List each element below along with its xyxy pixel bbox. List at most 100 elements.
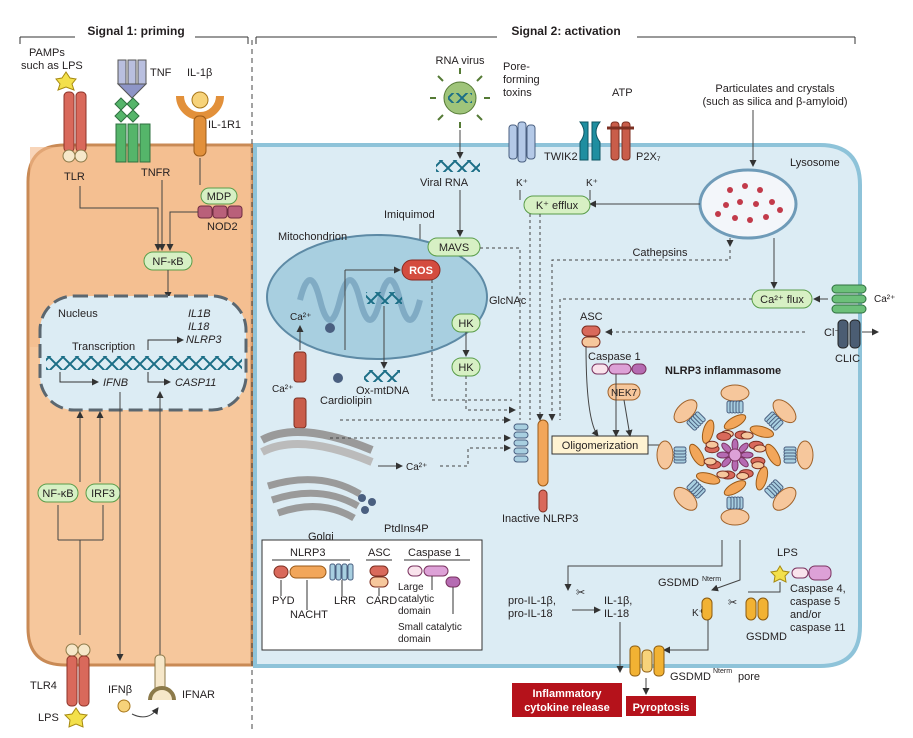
nucleus-label: Nucleus bbox=[58, 308, 98, 320]
ifnb-label: IFNβ bbox=[108, 684, 132, 696]
pamps-label-2: such as LPS bbox=[21, 60, 83, 72]
il-label-1: IL-1β, bbox=[604, 595, 632, 607]
ros-box bbox=[401, 259, 441, 281]
scissors-icon-2: ✂ bbox=[728, 597, 737, 609]
legend-small-cat-2: domain bbox=[398, 634, 431, 645]
particulates-label-2: (such as silica and β-amyloid) bbox=[702, 96, 847, 108]
ifnar-label: IFNAR bbox=[182, 689, 215, 701]
inflammasome-subunit bbox=[673, 399, 732, 454]
particulates-label-1: Particulates and crystals bbox=[715, 83, 835, 95]
tlr4-receptor bbox=[63, 643, 91, 728]
il-label-2: IL-18 bbox=[604, 608, 629, 620]
inflammatory-label-2: cytokine release bbox=[524, 702, 610, 714]
irf3-label: IRF3 bbox=[91, 488, 115, 500]
mavs-label: MAVS bbox=[439, 242, 469, 254]
tnfr-receptor bbox=[114, 97, 151, 163]
legend-small-cat-1: Small catalytic bbox=[398, 622, 462, 633]
gsdmd-pore-label: GSDMD bbox=[670, 671, 711, 683]
il1r1-receptor bbox=[176, 91, 224, 157]
cardiolipin-label: Cardiolipin bbox=[320, 395, 372, 407]
pro-il-label-1: pro-IL-1β, bbox=[508, 595, 556, 607]
signal2-header: Signal 2: activation bbox=[511, 24, 620, 38]
nek7-label: NEK7 bbox=[611, 388, 638, 399]
ox-mtdna-icon bbox=[364, 370, 400, 382]
lps-star-icon-2 bbox=[769, 565, 791, 583]
legend-lrr: LRR bbox=[334, 595, 356, 607]
ca-mito-label: Ca²⁺ bbox=[290, 312, 311, 323]
lysosome-label: Lysosome bbox=[790, 157, 840, 169]
pore-toxins-label-1: Pore- bbox=[503, 61, 530, 73]
mavs-box bbox=[427, 237, 481, 257]
legend-card: CARD bbox=[366, 595, 397, 607]
il1r1-label: IL-1R1 bbox=[208, 119, 241, 131]
gsdmd-pore bbox=[629, 645, 665, 677]
ox-mtdna-label: Ox-mtDNA bbox=[356, 385, 410, 397]
legend-nacht: NACHT bbox=[290, 609, 328, 621]
legend-caspase1: Caspase 1 bbox=[408, 547, 461, 559]
lps-star-icon bbox=[63, 707, 89, 728]
pro-il-label-2: pro-IL-18 bbox=[508, 608, 553, 620]
ros-label: ROS bbox=[409, 265, 433, 277]
asc-protein bbox=[581, 325, 601, 348]
inactive-nlrp3-protein bbox=[513, 419, 549, 513]
calcium-channel bbox=[831, 284, 867, 314]
atp-label: ATP bbox=[612, 87, 633, 99]
ca-ext-label: Ca²⁺ bbox=[874, 294, 895, 305]
gsdmd-label: GSDMD bbox=[746, 631, 787, 643]
k-plus-label-2: K⁺ bbox=[586, 178, 598, 189]
imiquimod-label: Imiquimod bbox=[384, 209, 435, 221]
k-efflux-label: K⁺ efflux bbox=[536, 200, 579, 212]
lps-label-2: LPS bbox=[777, 547, 798, 559]
pore-toxin-channel bbox=[508, 121, 536, 163]
p2x7-channel bbox=[607, 121, 634, 161]
inflammasome-subunit bbox=[673, 456, 732, 511]
legend-box bbox=[261, 539, 483, 651]
nod2-label: NOD2 bbox=[207, 221, 238, 233]
hk-label-2: HK bbox=[458, 362, 474, 374]
inflammasome-subunit bbox=[720, 458, 750, 526]
gene-casp11: CASP11 bbox=[175, 377, 216, 389]
tlr-receptor bbox=[55, 71, 88, 163]
inflammatory-label-1: Inflammatory bbox=[532, 688, 602, 700]
mito-calcium-channel bbox=[293, 351, 307, 429]
ptdins4p-label: PtdIns4P bbox=[384, 523, 429, 535]
twik2-channel bbox=[578, 121, 602, 161]
legend-caspase1-domains bbox=[407, 565, 461, 588]
nlrp3-inflammasome-complex bbox=[656, 384, 814, 526]
mdp-box bbox=[200, 187, 238, 205]
caspases-label-4: caspase 11 bbox=[790, 622, 845, 634]
legend-nlrp3-domains bbox=[273, 563, 354, 581]
signal1-header: Signal 1: priming bbox=[87, 24, 184, 38]
nterm-superscript-2: Nterm bbox=[713, 668, 732, 675]
rna-virus-label: RNA virus bbox=[436, 55, 485, 67]
caspases-label-3: and/or bbox=[790, 609, 822, 621]
legend-large-cat-2: catalytic bbox=[398, 594, 434, 605]
gsdmd-protein bbox=[745, 597, 769, 621]
cl-label: Cl⁻ bbox=[824, 327, 840, 339]
twik2-label: TWIK2 bbox=[544, 151, 578, 163]
lps-label: LPS bbox=[38, 712, 59, 724]
pyroptosis-label: Pyroptosis bbox=[633, 702, 690, 714]
gsdmd-nterm-icon bbox=[701, 597, 713, 621]
tlr-label: TLR bbox=[64, 171, 85, 183]
cardiolipin-icon-1 bbox=[325, 323, 335, 333]
ptdins4p-icon bbox=[358, 494, 376, 514]
viral-rna-icon bbox=[436, 160, 480, 172]
glcnac-label: GlcNAc bbox=[489, 295, 527, 307]
nterm-superscript: Nterm bbox=[702, 576, 721, 583]
inactive-nlrp3-label: Inactive NLRP3 bbox=[502, 513, 578, 525]
inflammasome-label: NLRP3 inflammasome bbox=[665, 365, 781, 377]
k-plus-label-1: K⁺ bbox=[516, 178, 528, 189]
gsdmd-nterm-label: GSDMD bbox=[658, 577, 699, 589]
legend-nlrp3: NLRP3 bbox=[290, 547, 325, 559]
caspase1-label: Caspase 1 bbox=[588, 351, 641, 363]
clic-label: CLIC bbox=[835, 353, 860, 365]
nfkb-label: NF-κB bbox=[152, 256, 183, 268]
hk-label-1: HK bbox=[458, 318, 474, 330]
caspase1-protein bbox=[591, 363, 647, 375]
tnf-label: TNF bbox=[150, 67, 172, 79]
caspases-label-1: Caspase 4, bbox=[790, 583, 846, 595]
viral-rna-label: Viral RNA bbox=[420, 177, 469, 189]
